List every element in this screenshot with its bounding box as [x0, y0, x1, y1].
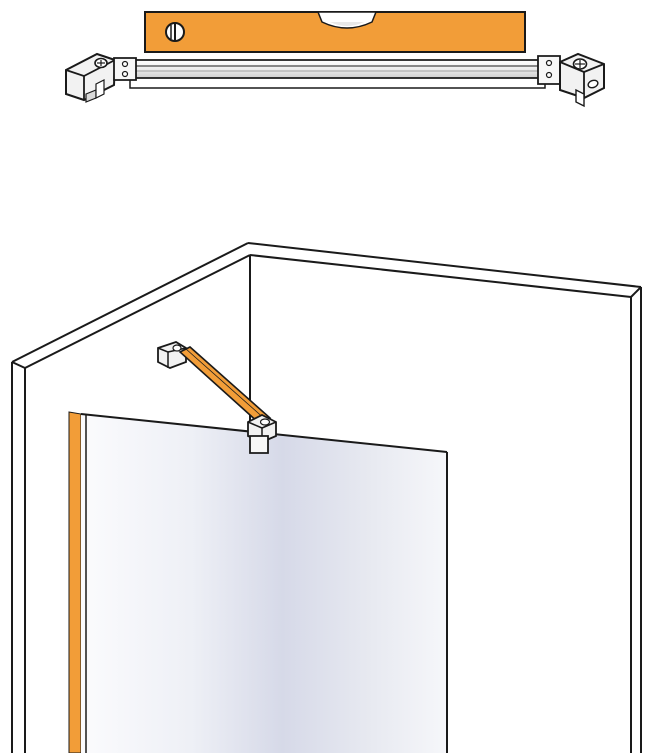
screw-icon: [94, 57, 108, 69]
installed-stabilizer-bar: [157, 341, 277, 454]
room-scene: [11, 242, 642, 753]
right-glass-clamp: [537, 52, 605, 108]
bubble-vial-icon: [165, 22, 185, 42]
left-wall-bracket: [65, 52, 137, 103]
screw-icon: [259, 418, 271, 426]
wall-profile: [68, 411, 82, 753]
screw-icon: [572, 58, 588, 70]
room-walls: [11, 242, 642, 753]
screw-icon: [172, 344, 182, 352]
spirit-level: [144, 11, 526, 53]
stabilizer-bar: [110, 59, 546, 89]
shower-glass-panel: [80, 413, 448, 753]
top-assembly: [65, 11, 605, 108]
